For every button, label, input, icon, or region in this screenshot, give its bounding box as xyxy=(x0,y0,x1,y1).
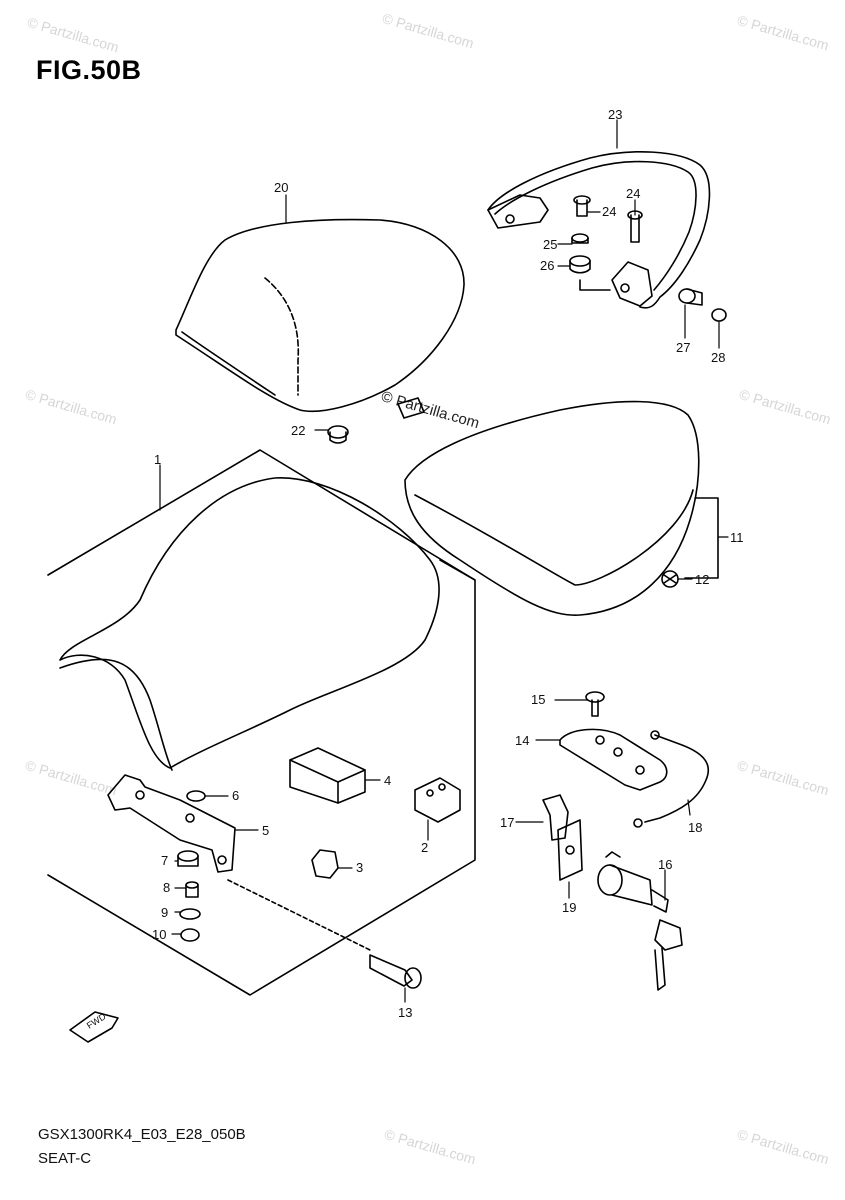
clip-2-drawing xyxy=(414,777,461,823)
lock-bracket-drawing xyxy=(557,819,583,881)
grab-handle-drawing xyxy=(487,151,711,309)
hook-17-drawing xyxy=(542,794,569,841)
callout-5: 5 xyxy=(262,823,270,838)
callout-3: 3 xyxy=(356,860,364,875)
callout-2: 2 xyxy=(421,840,429,855)
callout-11: 11 xyxy=(730,530,744,545)
callout-22: 22 xyxy=(291,423,306,438)
model-code: GSX1300RK4_E03_E28_050B xyxy=(38,1126,246,1143)
small-clip-drawing xyxy=(397,397,425,419)
callout-28: 28 xyxy=(711,350,726,365)
callout-6: 6 xyxy=(232,788,240,803)
callout-20: 20 xyxy=(274,180,289,195)
cushion-3-drawing xyxy=(311,849,339,879)
callout-18: 18 xyxy=(688,820,703,835)
callout-17: 17 xyxy=(500,815,515,830)
callout-13: 13 xyxy=(398,1005,413,1020)
callout-26: 26 xyxy=(540,258,555,273)
seat-cowl-pad-drawing xyxy=(404,400,700,616)
callout-19: 19 xyxy=(562,900,577,915)
hardware-stack-drawing xyxy=(177,790,206,942)
handle-caps-drawing xyxy=(678,288,727,322)
fwd-arrow-drawing xyxy=(69,1011,119,1043)
leader-lines xyxy=(159,119,729,1003)
seat-bracket-drawing xyxy=(107,774,236,873)
lock-plate-drawing xyxy=(559,728,668,791)
callout-4: 4 xyxy=(384,773,392,788)
damper-block-drawing xyxy=(289,747,366,804)
callout-1: 1 xyxy=(154,452,162,467)
grommet-drawing xyxy=(327,425,349,444)
bolt-13-drawing xyxy=(227,879,422,989)
section-name: SEAT-C xyxy=(38,1150,92,1167)
clip-12-drawing xyxy=(661,570,679,588)
callout-15: 15 xyxy=(531,692,546,707)
figure-title: FIG.50B xyxy=(36,55,142,85)
screw-15-drawing xyxy=(585,691,605,717)
rear-seat-pad-drawing xyxy=(175,218,465,413)
callout-8: 8 xyxy=(163,880,171,895)
callout-16: 16 xyxy=(658,857,673,872)
callout-27: 27 xyxy=(676,340,691,355)
callout-9: 9 xyxy=(161,905,169,920)
callout-23: 23 xyxy=(608,107,623,122)
callout-10: 10 xyxy=(152,927,167,942)
callout-24-a: 24 xyxy=(626,186,641,201)
callout-25: 25 xyxy=(543,237,558,252)
callout-24-b: 24 xyxy=(602,204,617,219)
rider-seat-drawing xyxy=(47,449,476,996)
callout-7: 7 xyxy=(161,853,169,868)
release-cable-drawing xyxy=(633,730,709,828)
callout-14: 14 xyxy=(515,733,530,748)
lock-key-drawing xyxy=(597,851,683,991)
bracket-11 xyxy=(684,497,719,579)
callout-12: 12 xyxy=(695,572,710,587)
